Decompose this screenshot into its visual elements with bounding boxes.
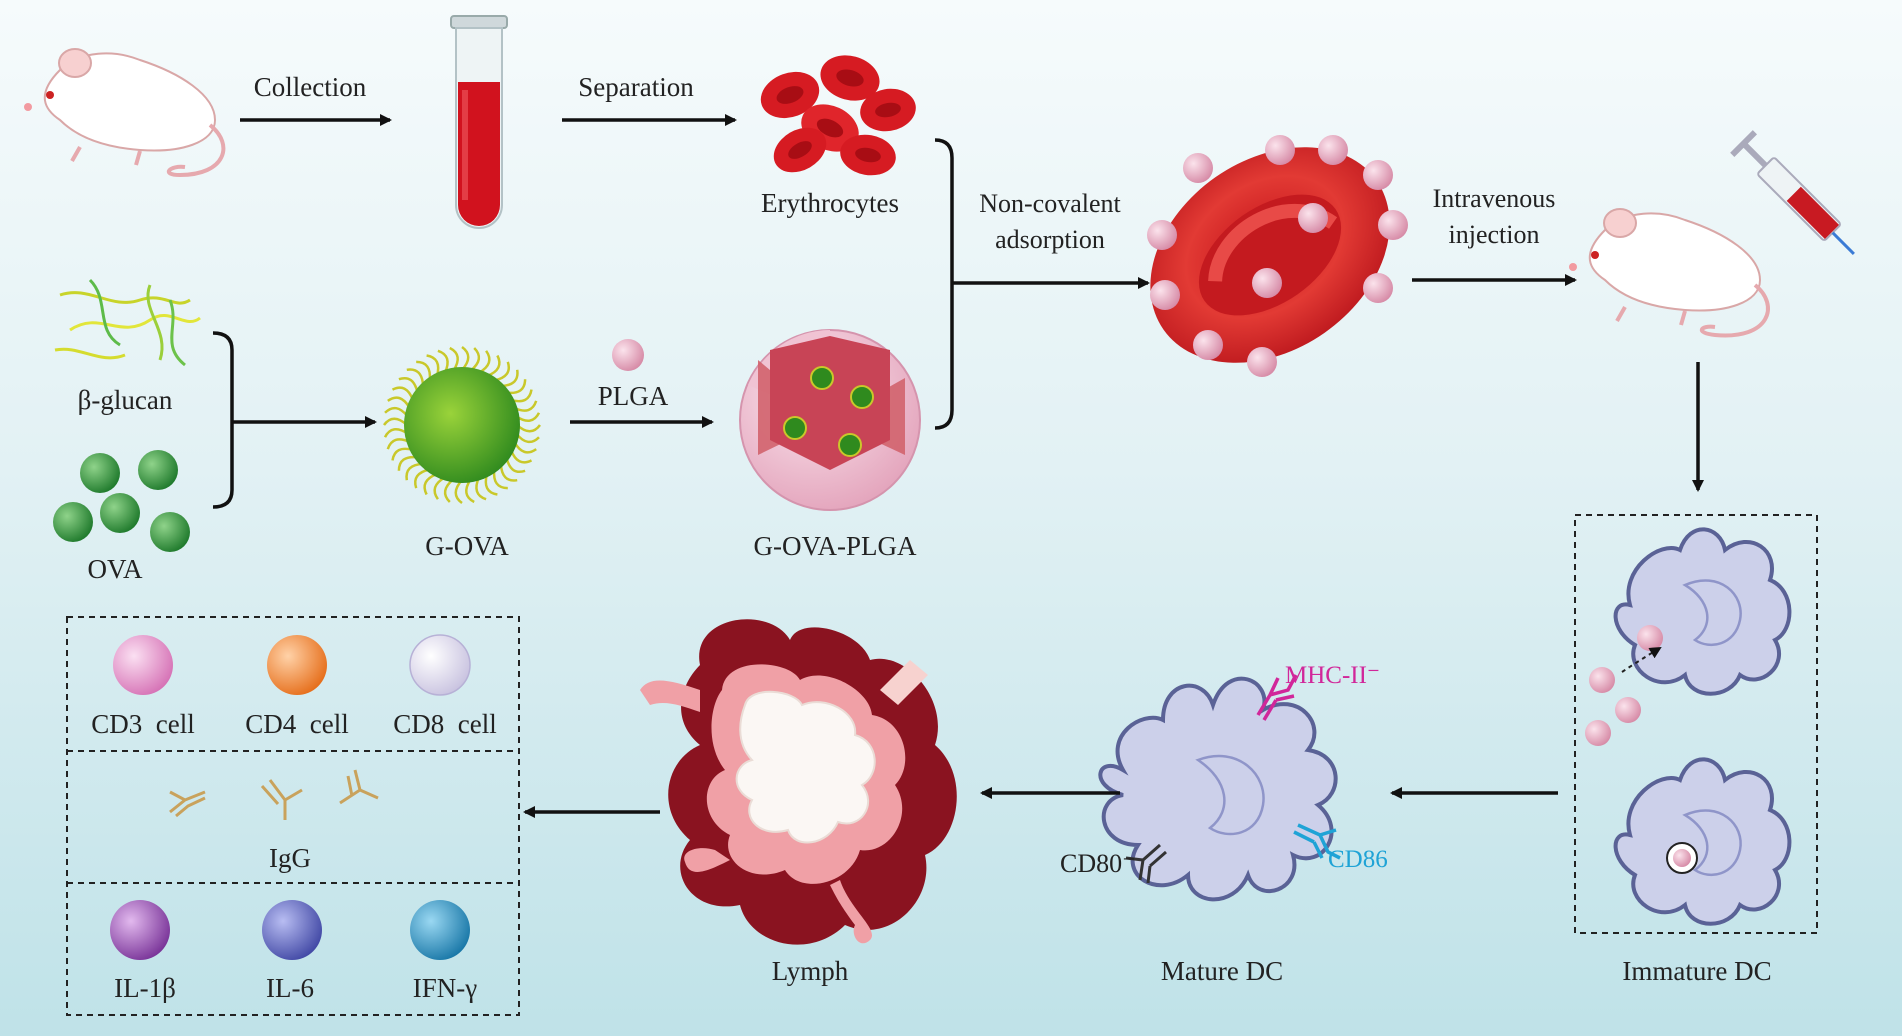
- ova-icon: [53, 450, 190, 552]
- glucan-hair: [478, 350, 491, 374]
- lymph-label: Lymph: [772, 956, 849, 986]
- g-ova-plga-label: G-OVA-PLGA: [753, 531, 917, 561]
- glucan-hair: [433, 476, 446, 500]
- results-panel: CD3 cell CD4 cell CD8 cell IgG IL-1β IL-…: [66, 616, 520, 1016]
- glucan-hair: [443, 478, 455, 503]
- mature-dc-cell-icon: [1098, 674, 1341, 902]
- beta-glucan-label: β-glucan: [78, 385, 173, 415]
- il6-label: IL-6: [266, 973, 314, 1003]
- glucan-hair: [426, 354, 440, 377]
- beta-glucan-icon: [54, 278, 201, 367]
- igg-label: IgG: [269, 843, 311, 873]
- ova-label: OVA: [87, 554, 143, 584]
- injected-mouse-icon: [1569, 208, 1770, 338]
- syringe-icon: [1730, 130, 1855, 255]
- ifng-icon: [410, 900, 470, 960]
- il6-icon: [262, 900, 322, 960]
- cd8-label: CD8 cell: [393, 709, 496, 739]
- mhc-receptor-icon: [1256, 674, 1298, 721]
- lymph-node-icon: [640, 619, 957, 945]
- ifng-label: IFN-γ: [413, 973, 477, 1003]
- erythrocytes-icon: [760, 55, 916, 176]
- mouse-icon: [24, 48, 226, 178]
- glucan-hair: [387, 396, 411, 409]
- mhc-label: MHC-II⁻: [1285, 662, 1380, 689]
- glucan-hair: [515, 432, 540, 444]
- cd86-label: CD86: [1328, 846, 1388, 873]
- immature-dc-label: Immature DC: [1622, 956, 1771, 986]
- immature-dc-box: [1574, 514, 1818, 934]
- igg-antibody-icons: [169, 769, 379, 820]
- immature-dc-cell-icon: [1613, 527, 1792, 696]
- glucan-hair: [391, 447, 414, 461]
- glucan-hair: [484, 473, 498, 496]
- cd3-label: CD3 cell: [91, 709, 194, 739]
- erythrocytes-label: Erythrocytes: [761, 188, 899, 218]
- g-ova-particle-icon: [382, 345, 542, 505]
- glucan-hair: [516, 424, 542, 433]
- glucan-hair: [461, 345, 470, 371]
- cd80-label: CD80⁻: [1060, 849, 1136, 878]
- plga-label: PLGA: [598, 381, 669, 411]
- il1b-icon: [110, 900, 170, 960]
- cd80-receptor-icon: [1125, 843, 1167, 884]
- intravenous-label-1: Intravenous: [1433, 184, 1556, 213]
- rbc-plga-conjugate-icon: [1147, 135, 1408, 377]
- g-ova-plga-sphere-icon: [739, 329, 921, 511]
- collection-label: Collection: [254, 72, 367, 102]
- combine-bracket: [212, 331, 234, 509]
- blood-tube-icon: [450, 15, 508, 229]
- cd4-cell-icon: [267, 635, 327, 695]
- glucan-hair: [510, 389, 533, 403]
- cd3-cell-icon: [113, 635, 173, 695]
- glucan-hair: [384, 406, 409, 418]
- g-ova-label: G-OVA: [425, 531, 509, 561]
- intravenous-label-2: injection: [1449, 220, 1540, 249]
- plga-bead-icon: [612, 339, 644, 371]
- cd8-cell-icon: [409, 634, 471, 696]
- noncovalent-label-1: Non-covalent: [979, 189, 1121, 218]
- noncovalent-label-2: adsorption: [995, 225, 1105, 254]
- join-bracket: [934, 138, 954, 430]
- glucan-hair: [454, 479, 463, 505]
- immature-dc-engulfed-icon: [1613, 757, 1792, 926]
- mature-dc-label: Mature DC: [1161, 956, 1283, 986]
- glucan-hair: [382, 417, 408, 426]
- cd4-label: CD4 cell: [245, 709, 348, 739]
- plga-uptake-icon: [1585, 625, 1663, 746]
- cd86-receptor-icon: [1293, 823, 1341, 860]
- glucan-hair: [469, 347, 481, 372]
- glucan-hair: [513, 441, 537, 454]
- separation-label: Separation: [578, 72, 694, 102]
- il1b-label: IL-1β: [114, 973, 176, 1003]
